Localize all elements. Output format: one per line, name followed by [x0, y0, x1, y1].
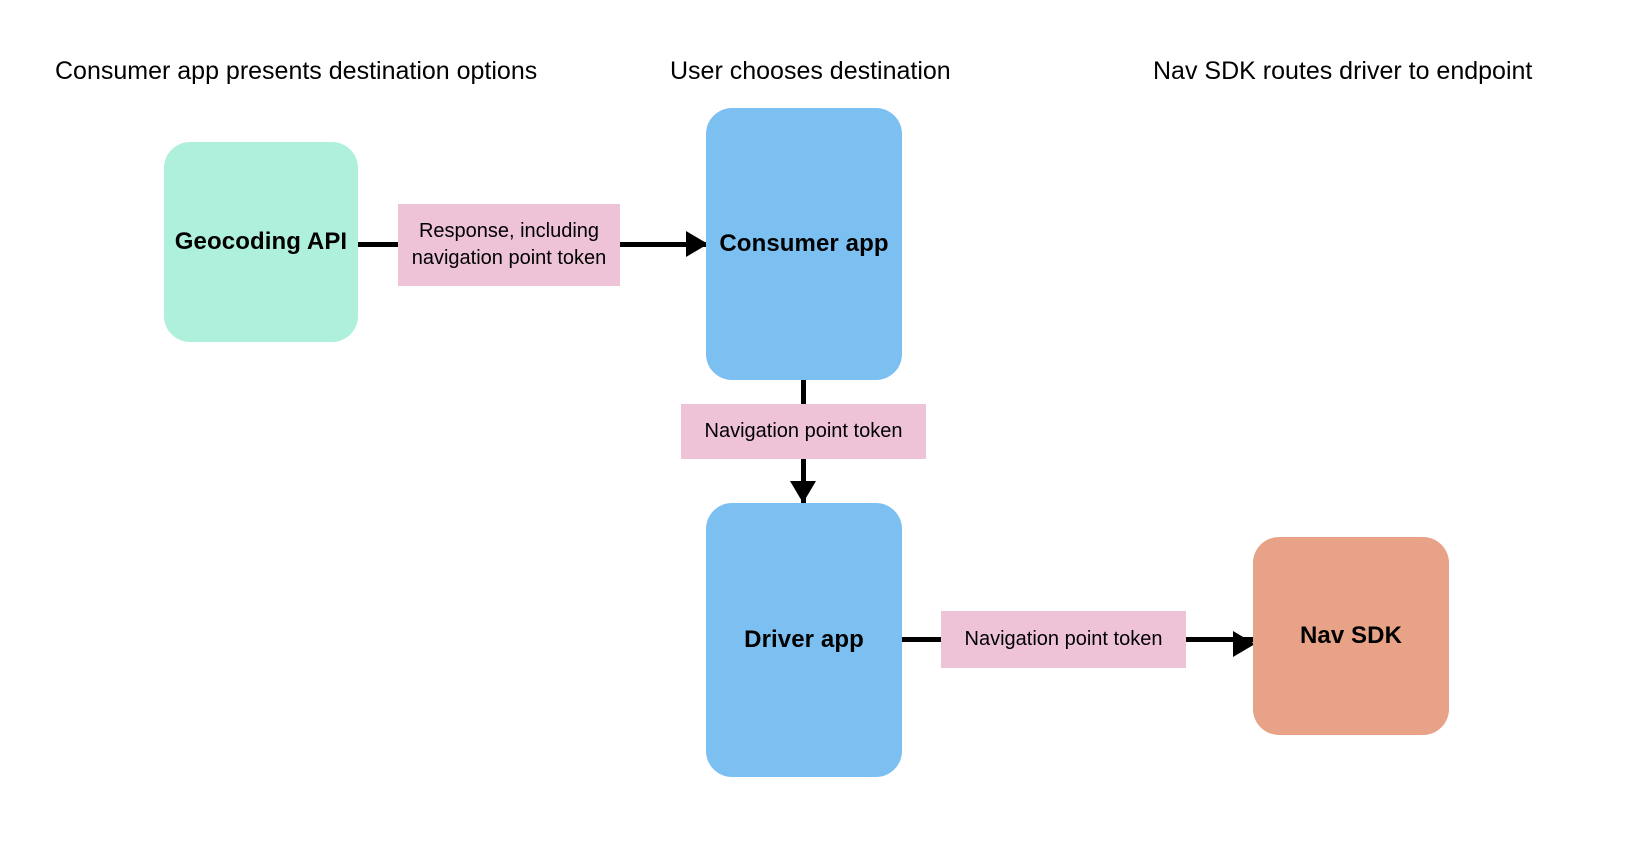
node-geocoding-api-label: Geocoding API [174, 228, 348, 255]
arrowhead-into-nav-sdk [1233, 631, 1255, 657]
node-consumer-app-label: Consumer app [719, 230, 889, 257]
connector-geocoding-to-label [358, 242, 402, 247]
column-heading-consumer-app: Consumer app presents destination option… [55, 57, 538, 85]
node-driver-app[interactable]: Driver app [706, 503, 902, 777]
node-consumer-app[interactable]: Consumer app [706, 108, 902, 380]
connector-label-to-consumer-app [620, 242, 706, 247]
edge-label-navigation-point-token-consumer-to-driver: Navigation point token [681, 404, 926, 459]
edge-label-response-including-navigation-point-token: Response, including navigation point tok… [398, 204, 620, 286]
column-heading-user-chooses: User chooses destination [670, 57, 951, 85]
node-nav-sdk[interactable]: Nav SDK [1253, 537, 1449, 735]
arrowhead-into-driver-app [790, 481, 816, 503]
arrowhead-into-consumer-app [686, 231, 708, 257]
connector-driver-app-to-label [902, 637, 944, 642]
node-nav-sdk-label: Nav SDK [1299, 622, 1403, 649]
node-geocoding-api[interactable]: Geocoding API [164, 142, 358, 342]
node-driver-app-label: Driver app [744, 626, 864, 653]
edge-label-navigation-point-token-driver-to-navsdk: Navigation point token [941, 611, 1186, 668]
column-heading-nav-sdk: Nav SDK routes driver to endpoint [1153, 57, 1533, 85]
connector-label-to-nav-sdk [1186, 637, 1253, 642]
